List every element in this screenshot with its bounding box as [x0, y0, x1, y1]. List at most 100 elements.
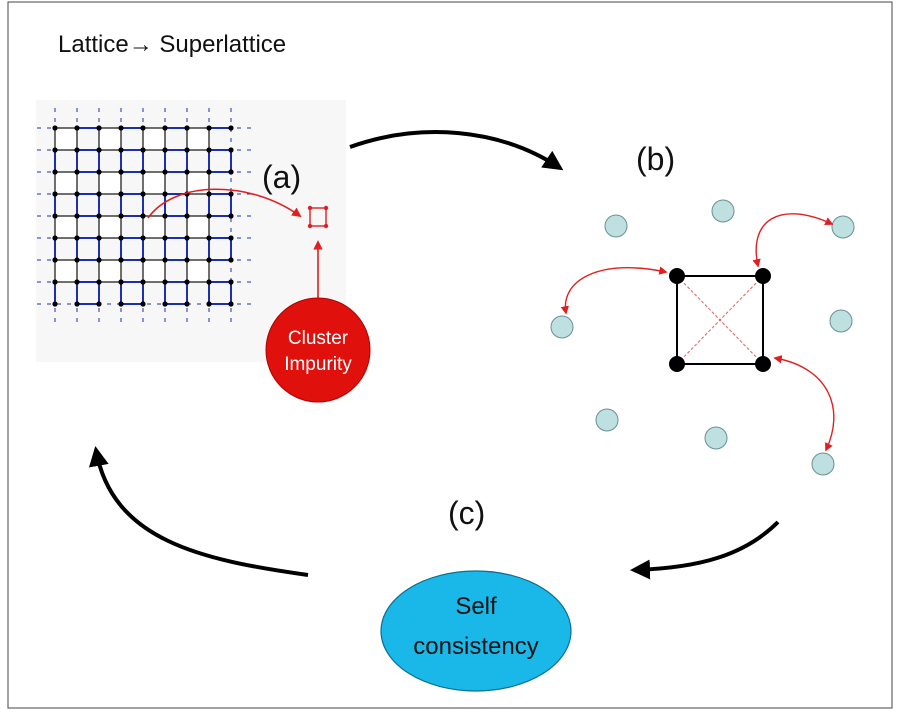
lattice-plaquette: [54, 127, 78, 151]
lattice-plaquette: [98, 171, 122, 195]
lattice-plaquette: [186, 259, 210, 283]
lattice-plaquette: [186, 171, 210, 195]
lattice-plaquette: [186, 127, 210, 151]
lattice-site: [118, 125, 124, 131]
lattice-site: [184, 147, 190, 153]
lattice-site: [52, 279, 58, 285]
lattice-panel: [36, 100, 346, 362]
lattice-site: [118, 147, 124, 153]
lattice-site: [184, 301, 190, 307]
lattice-site: [96, 235, 102, 241]
lattice-site: [162, 125, 168, 131]
lattice-site: [140, 169, 146, 175]
cluster-site: [669, 356, 685, 372]
cluster-impurity-label-line2: Impurity: [284, 354, 352, 375]
lattice-site: [74, 125, 80, 131]
lattice-grid: [37, 108, 255, 326]
lattice-site: [140, 147, 146, 153]
label-a: (a): [262, 159, 301, 195]
lattice-site: [228, 147, 234, 153]
lattice-site: [118, 213, 124, 219]
lattice-site: [140, 213, 146, 219]
lattice-site: [96, 191, 102, 197]
lattice-site: [206, 191, 212, 197]
embedded-cluster-panel: [550, 199, 855, 476]
lattice-site: [52, 213, 58, 219]
lattice-site: [74, 301, 80, 307]
lattice-site: [140, 301, 146, 307]
lattice-site: [140, 279, 146, 285]
lattice-plaquette: [142, 215, 166, 239]
cluster-site: [669, 268, 685, 284]
lattice-site: [206, 213, 212, 219]
lattice-plaquette: [98, 127, 122, 151]
lattice-site: [52, 147, 58, 153]
lattice-site: [118, 301, 124, 307]
lattice-site: [228, 235, 234, 241]
lattice-site: [184, 279, 190, 285]
lattice-plaquette: [54, 171, 78, 195]
extracted-cluster: [307, 205, 329, 229]
bath-site: [550, 315, 574, 339]
cluster-square: [676, 275, 764, 365]
lattice-site: [184, 125, 190, 131]
lattice-site: [140, 191, 146, 197]
bath-site: [595, 408, 619, 432]
lattice-plaquette: [54, 259, 78, 283]
cluster-impurity-node: Cluster Impurity: [265, 297, 371, 403]
lattice-site: [74, 169, 80, 175]
cluster-extraction-arrow: [147, 188, 302, 219]
lattice-site: [52, 191, 58, 197]
lattice-site: [74, 279, 80, 285]
lattice-site: [74, 191, 80, 197]
lattice-site: [184, 257, 190, 263]
lattice-site: [184, 169, 190, 175]
lattice-site: [96, 301, 102, 307]
lattice-site: [52, 235, 58, 241]
lattice-plaquette: [98, 215, 122, 239]
self-consistency-label-line2: consistency: [413, 633, 538, 660]
figure-title: Lattice→ Superlattice: [58, 31, 286, 58]
lattice-site: [74, 235, 80, 241]
lattice-site: [96, 169, 102, 175]
lattice-site: [52, 301, 58, 307]
self-consistency-label-line1: Self: [455, 593, 497, 620]
lattice-site: [162, 191, 168, 197]
lattice-site: [206, 169, 212, 175]
lattice-site: [74, 257, 80, 263]
lattice-site: [162, 147, 168, 153]
hybridization-arrow: [560, 266, 668, 315]
lattice-site: [96, 147, 102, 153]
lattice-site: [140, 125, 146, 131]
lattice-site: [206, 257, 212, 263]
bath-site: [711, 199, 735, 223]
lattice-plaquette: [142, 171, 166, 195]
lattice-site: [96, 125, 102, 131]
hybridization-arrow: [773, 355, 835, 452]
cycle-arrow-b-to-c: [630, 520, 780, 580]
lattice-site: [162, 169, 168, 175]
lattice-site: [162, 213, 168, 219]
label-b: (b): [636, 141, 675, 177]
lattice-site: [228, 213, 234, 219]
lattice-site: [52, 257, 58, 263]
lattice-site: [228, 191, 234, 197]
lattice-site: [118, 169, 124, 175]
lattice-site: [52, 169, 58, 175]
lattice-site: [206, 279, 212, 285]
hybridization-arrow: [752, 213, 834, 268]
lattice-site: [228, 257, 234, 263]
cluster-site: [755, 356, 771, 372]
lattice-site: [118, 257, 124, 263]
bath-site: [829, 309, 853, 333]
lattice-site: [228, 125, 234, 131]
cluster-diagonal: [676, 275, 764, 365]
lattice-site: [96, 213, 102, 219]
cluster-impurity-label-line1: Cluster: [288, 328, 349, 349]
lattice-site: [206, 147, 212, 153]
lattice-site: [140, 235, 146, 241]
lattice-plaquette: [142, 259, 166, 283]
cycle-arrow-a-to-b: [349, 130, 564, 171]
lattice-site: [74, 147, 80, 153]
